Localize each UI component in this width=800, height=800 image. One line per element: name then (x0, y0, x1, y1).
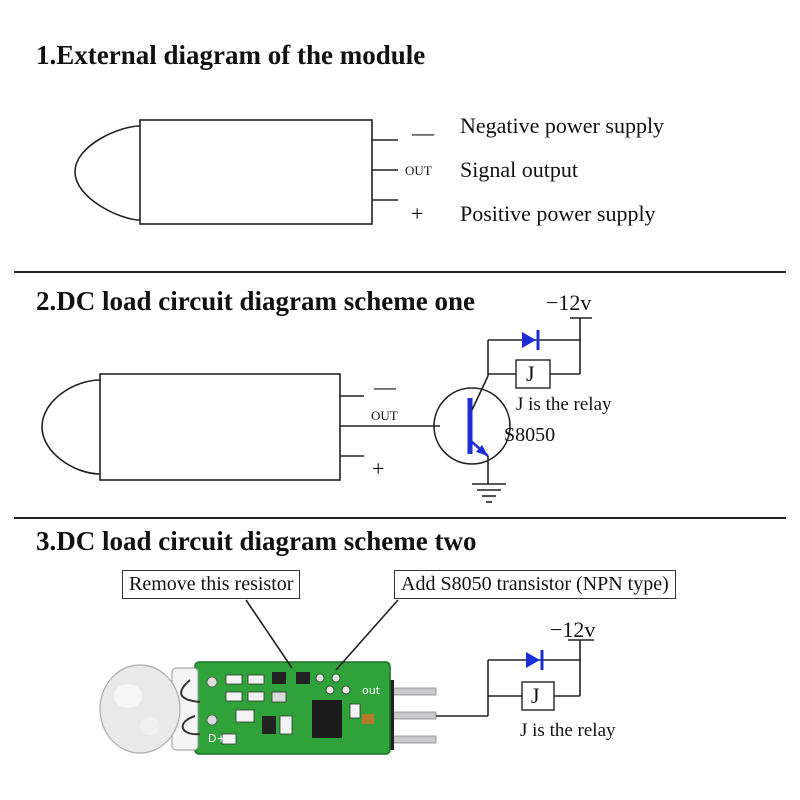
relay-note-1: J is the relay (516, 394, 612, 415)
board-mark-out: out (362, 684, 381, 697)
relay-box-1 (515, 359, 551, 389)
transistor-label: S8050 (504, 424, 556, 446)
scheme-one-circuit (433, 317, 592, 503)
resistor-to-remove (296, 672, 310, 684)
section3-title: 3.DC load circuit diagram scheme two (36, 526, 477, 556)
module1-sensor (74, 119, 398, 225)
fresnel-lens (99, 664, 181, 754)
pin-out-label-2: OUT (371, 408, 398, 423)
ground-icon (472, 483, 506, 503)
module2-sensor (41, 373, 440, 481)
section2-title: 2.DC load circuit diagram scheme one (36, 286, 475, 316)
divider-2 (14, 517, 786, 519)
pin-plus-label-2: + (372, 456, 385, 481)
relay-box-2 (521, 681, 555, 711)
transistor-arrow-icon (476, 445, 488, 456)
pin-out-label-1: OUT (405, 163, 432, 178)
relay-note-2: J is the relay (520, 720, 616, 741)
supply-label-1: −12v (546, 290, 592, 315)
label-negative: Negative power supply (460, 113, 665, 138)
pin-minus-label-2: — (374, 374, 396, 399)
board-mark-dplus: D+ (208, 732, 226, 745)
callout-transistor: Add S8050 transistor (NPN type) (394, 570, 676, 599)
diode-icon-2 (526, 650, 544, 670)
scheme-two-circuit (436, 639, 594, 717)
relay-label-2: J (531, 683, 540, 708)
regulator-chip (312, 700, 342, 738)
callout-pointer-resistor (245, 599, 293, 669)
transistor-symbol (433, 387, 511, 465)
supply-label-2: −12v (550, 617, 596, 642)
pin-plus-label-1: + (411, 201, 424, 226)
relay-label-1: J (526, 361, 535, 386)
pin-minus-label-1: — (412, 120, 434, 145)
module3-board (99, 661, 437, 755)
label-positive: Positive power supply (460, 201, 656, 226)
label-signal: Signal output (460, 157, 578, 182)
diode-icon (522, 330, 540, 350)
callout-resistor: Remove this resistor (122, 570, 301, 599)
section1-title: 1.External diagram of the module (36, 40, 426, 70)
callout-pointer-transistor (335, 599, 399, 671)
divider-1 (14, 271, 786, 273)
